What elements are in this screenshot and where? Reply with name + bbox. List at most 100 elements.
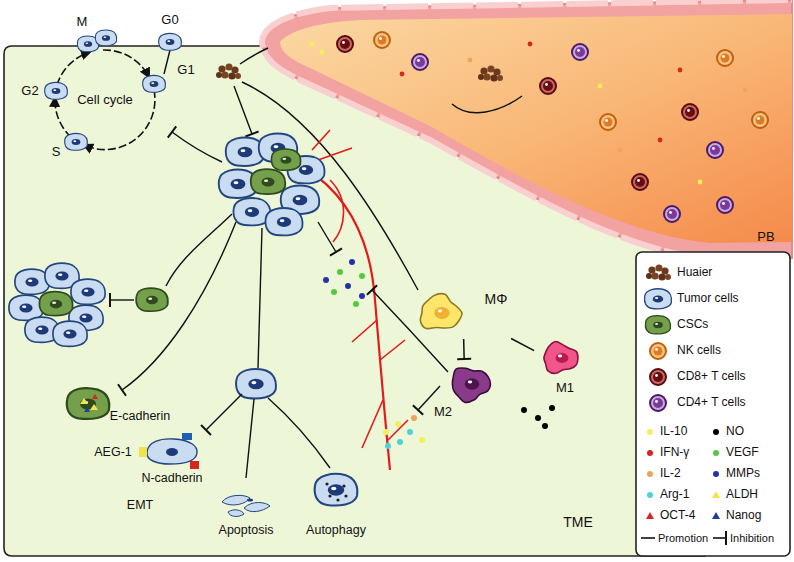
tumor-cluster bbox=[219, 134, 325, 236]
blood-cells-part bbox=[678, 68, 683, 73]
blood-cells-part bbox=[528, 42, 533, 47]
blood-cells-part bbox=[572, 44, 588, 60]
legend-text: VEGF bbox=[726, 446, 759, 460]
huaier-extract-part bbox=[242, 82, 418, 290]
legend-box-part bbox=[636, 252, 790, 556]
tumor-cluster-part bbox=[251, 169, 285, 194]
cytokines-part bbox=[521, 407, 527, 413]
csc-cluster-part bbox=[67, 388, 109, 419]
legend-box-part bbox=[650, 395, 666, 411]
phase-label: S bbox=[52, 145, 61, 160]
blood-cells-part bbox=[540, 78, 556, 94]
legend-text: IL-10 bbox=[660, 425, 687, 439]
blood-cells-part bbox=[752, 112, 768, 128]
vessel-label-box: PB bbox=[742, 224, 790, 250]
cytokines-part bbox=[535, 415, 541, 421]
cell-cycle-part bbox=[103, 50, 149, 77]
angiogenesis-part bbox=[359, 293, 365, 299]
cytokines-part bbox=[549, 405, 555, 411]
tumor-fates-part bbox=[166, 448, 178, 456]
tumor-fates-part bbox=[190, 461, 199, 469]
cell-cycle-part bbox=[159, 33, 182, 50]
csc-cluster-part bbox=[39, 292, 72, 316]
tumor-fates-part bbox=[147, 439, 197, 464]
cytokines-part bbox=[395, 421, 401, 427]
tumor-fates-part bbox=[258, 228, 262, 368]
blood-cells-part bbox=[374, 32, 390, 48]
blood-cells-part bbox=[632, 174, 648, 190]
macrophage: MΦ bbox=[408, 288, 518, 338]
huaier-extract-part bbox=[234, 86, 252, 134]
huaier-extract bbox=[216, 48, 418, 290]
marker-label: AEG-1 bbox=[94, 445, 132, 459]
tme-region-part bbox=[4, 46, 705, 556]
blood-cells-part bbox=[658, 138, 663, 143]
tumor-fates-part bbox=[328, 494, 331, 497]
csc-cluster-part bbox=[92, 394, 98, 399]
legend-box-part bbox=[650, 369, 666, 385]
node-label: PB bbox=[757, 230, 774, 245]
angiogenesis-part bbox=[285, 130, 408, 448]
marker-label: E-cadherin bbox=[110, 409, 170, 423]
cell-cycle bbox=[45, 30, 222, 162]
blood-cells-part bbox=[452, 96, 522, 113]
angiogenesis bbox=[285, 130, 448, 470]
legend-swatch bbox=[646, 512, 654, 519]
legend-box-part bbox=[650, 343, 666, 359]
legend-text: ALDH bbox=[726, 488, 758, 502]
huaier-extract-part bbox=[216, 63, 241, 79]
legend-text: Huaier bbox=[677, 266, 712, 280]
legend-text: Nanog bbox=[726, 509, 761, 523]
inhibition-line bbox=[463, 339, 465, 359]
node-label: TME bbox=[563, 514, 593, 530]
csc-cluster-part bbox=[122, 222, 236, 390]
legend-text: NO bbox=[726, 425, 744, 439]
legend-swatch bbox=[713, 429, 719, 435]
blood-cells-part bbox=[707, 142, 723, 158]
cell-highlight bbox=[468, 381, 472, 384]
csc-cluster bbox=[9, 214, 236, 419]
cell-cycle-part bbox=[55, 98, 71, 137]
cytokines-part bbox=[383, 429, 389, 435]
blood-cells-part bbox=[717, 197, 733, 213]
blood-cells-part bbox=[598, 84, 603, 89]
angiogenesis-part bbox=[345, 283, 351, 289]
fate-label: Apoptosis bbox=[219, 523, 274, 537]
tme-region bbox=[4, 46, 705, 556]
tumor-fates-part bbox=[342, 484, 345, 487]
legend-text: NK cells bbox=[677, 344, 721, 358]
legend-swatch bbox=[713, 450, 719, 456]
tumor-fates-part bbox=[325, 482, 328, 485]
legend-swatch bbox=[647, 471, 653, 477]
tumor-fates-part bbox=[344, 494, 347, 497]
tumor-fates-part bbox=[246, 399, 254, 478]
legend-text: IFN-γ bbox=[660, 446, 689, 460]
cytokines-part bbox=[407, 429, 413, 435]
legend-swatch bbox=[713, 471, 719, 477]
blood-cells-part bbox=[743, 88, 748, 93]
cytokines-part bbox=[397, 439, 403, 445]
cell-cycle-part bbox=[57, 52, 90, 85]
legend-box-part bbox=[641, 537, 655, 539]
legend-text: CD8+ T cells bbox=[677, 370, 746, 384]
angiogenesis-part bbox=[353, 301, 359, 307]
legend-swatch bbox=[647, 450, 653, 456]
node-label: M2 bbox=[434, 405, 452, 420]
blood-cells-part bbox=[337, 36, 353, 52]
legend-swatch bbox=[647, 492, 653, 498]
blood-cells-part bbox=[600, 114, 616, 130]
legend-text: Tumor cells bbox=[677, 292, 739, 306]
tumor-cluster-part bbox=[271, 149, 300, 170]
csc-cluster-part bbox=[110, 299, 134, 300]
process-label: EMT bbox=[127, 498, 153, 512]
huaier-extract-part bbox=[240, 48, 268, 64]
blood-vessel-part bbox=[280, 14, 792, 243]
legend-box-part bbox=[646, 264, 671, 280]
tumor-cluster-part bbox=[265, 208, 302, 235]
tumor-fates-part bbox=[268, 398, 330, 468]
csc-cluster-part bbox=[90, 404, 98, 410]
legend-box-part bbox=[713, 537, 726, 539]
tme-region: TMEMΦM1M2 bbox=[0, 40, 705, 562]
